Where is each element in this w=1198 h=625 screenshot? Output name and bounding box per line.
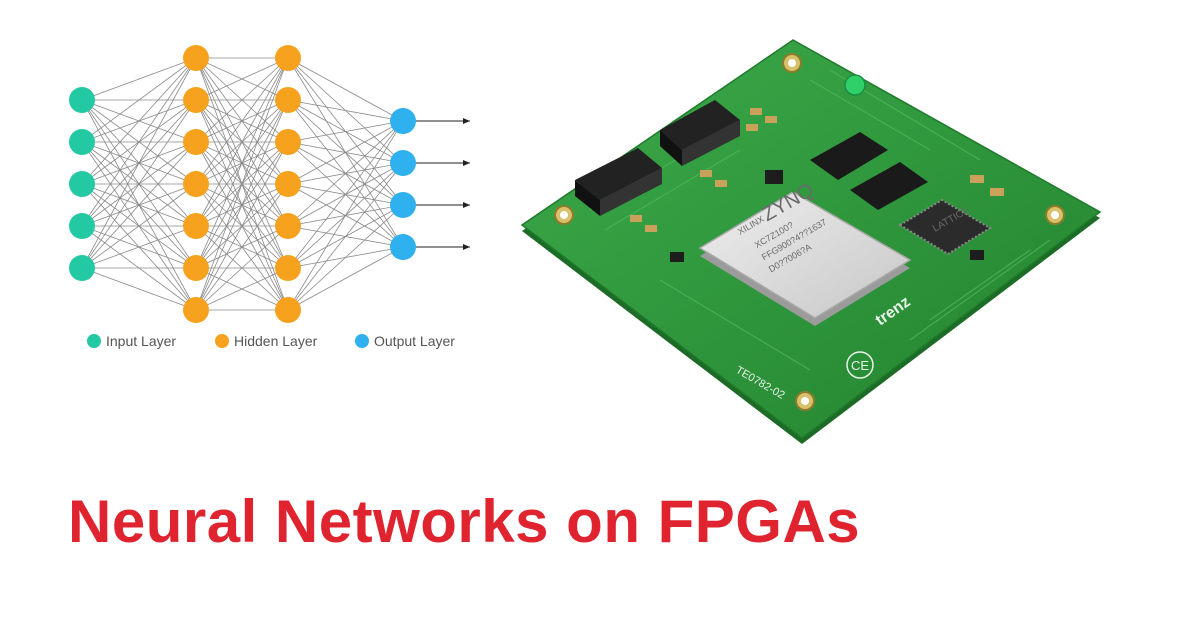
- hidden-node: [183, 87, 209, 113]
- hidden-node: [183, 171, 209, 197]
- hidden-node: [275, 213, 301, 239]
- connection-line: [81, 57, 197, 185]
- connection-line: [287, 120, 404, 143]
- connection-line: [195, 57, 289, 185]
- memory-chip: [850, 162, 928, 210]
- output-legend-swatch: [355, 334, 369, 348]
- connection-line: [287, 246, 404, 311]
- connection-line: [287, 204, 404, 311]
- input-node: [69, 213, 95, 239]
- headline: Neural Networks on FPGAs: [68, 488, 861, 555]
- connection-line: [81, 225, 197, 269]
- hidden-node: [275, 297, 301, 323]
- hidden-node: [183, 129, 209, 155]
- connection-line: [81, 267, 197, 311]
- lattice-chip: LATTICE: [898, 198, 992, 256]
- mounting-holes: [554, 53, 1065, 411]
- connection-line: [195, 57, 289, 269]
- connection-line: [81, 99, 197, 269]
- ce-mark: [846, 351, 874, 379]
- connection-line: [287, 99, 404, 122]
- connection-line: [81, 57, 197, 101]
- fpga-chip: XILINX ZYNQ XC7Z100? FFG900?4??1637 D0??…: [698, 179, 912, 326]
- input-node: [69, 129, 95, 155]
- memory-chip: [810, 132, 888, 180]
- connection-line: [195, 57, 289, 143]
- connection-line: [287, 120, 404, 269]
- hidden-legend-label: Hidden Layer: [234, 333, 318, 349]
- hidden-legend-swatch: [215, 334, 229, 348]
- hidden-node: [275, 255, 301, 281]
- output-node: [390, 234, 416, 260]
- legend: Input Layer Hidden Layer Output Layer: [87, 333, 455, 349]
- input-node: [69, 87, 95, 113]
- output-node: [390, 108, 416, 134]
- hidden-node: [183, 297, 209, 323]
- connection-line: [287, 120, 404, 311]
- connection-line: [195, 57, 289, 101]
- ce-mark-text: CE: [851, 358, 869, 373]
- hidden-node: [183, 255, 209, 281]
- connection-line: [81, 183, 197, 269]
- hidden-node: [183, 45, 209, 71]
- network-nodes: [69, 45, 416, 323]
- hidden-node: [275, 129, 301, 155]
- connection-line: [81, 141, 197, 269]
- connection-line: [287, 120, 404, 185]
- neural-network-diagram: Input Layer Hidden Layer Output Layer: [69, 45, 470, 349]
- connection-line: [287, 57, 404, 122]
- led: [844, 74, 866, 96]
- network-connections: [81, 57, 404, 311]
- power-module: [660, 100, 740, 166]
- input-legend-label: Input Layer: [106, 333, 176, 349]
- output-legend-label: Output Layer: [374, 333, 455, 349]
- connection-line: [195, 183, 289, 311]
- output-arrows: [416, 118, 470, 250]
- input-node: [69, 171, 95, 197]
- connection-line: [195, 57, 289, 311]
- connection-line: [195, 267, 289, 311]
- hidden-node: [183, 213, 209, 239]
- power-module: [575, 148, 662, 216]
- input-node: [69, 255, 95, 281]
- connection-line: [287, 162, 404, 311]
- connection-line: [195, 99, 289, 311]
- connection-line: [195, 225, 289, 311]
- small-components: [630, 108, 1004, 262]
- input-legend-swatch: [87, 334, 101, 348]
- hidden-node: [275, 87, 301, 113]
- connection-line: [81, 57, 197, 143]
- connection-line: [195, 57, 289, 227]
- connection-line: [81, 57, 197, 269]
- hidden-node: [275, 171, 301, 197]
- output-node: [390, 192, 416, 218]
- output-node: [390, 150, 416, 176]
- fpga-board-photo: LATTICE XILINX ZYNQ XC7Z100? FFG900?4??1…: [520, 39, 1102, 444]
- hidden-node: [275, 45, 301, 71]
- connection-line: [287, 120, 404, 227]
- connection-line: [195, 141, 289, 311]
- connection-line: [81, 57, 197, 227]
